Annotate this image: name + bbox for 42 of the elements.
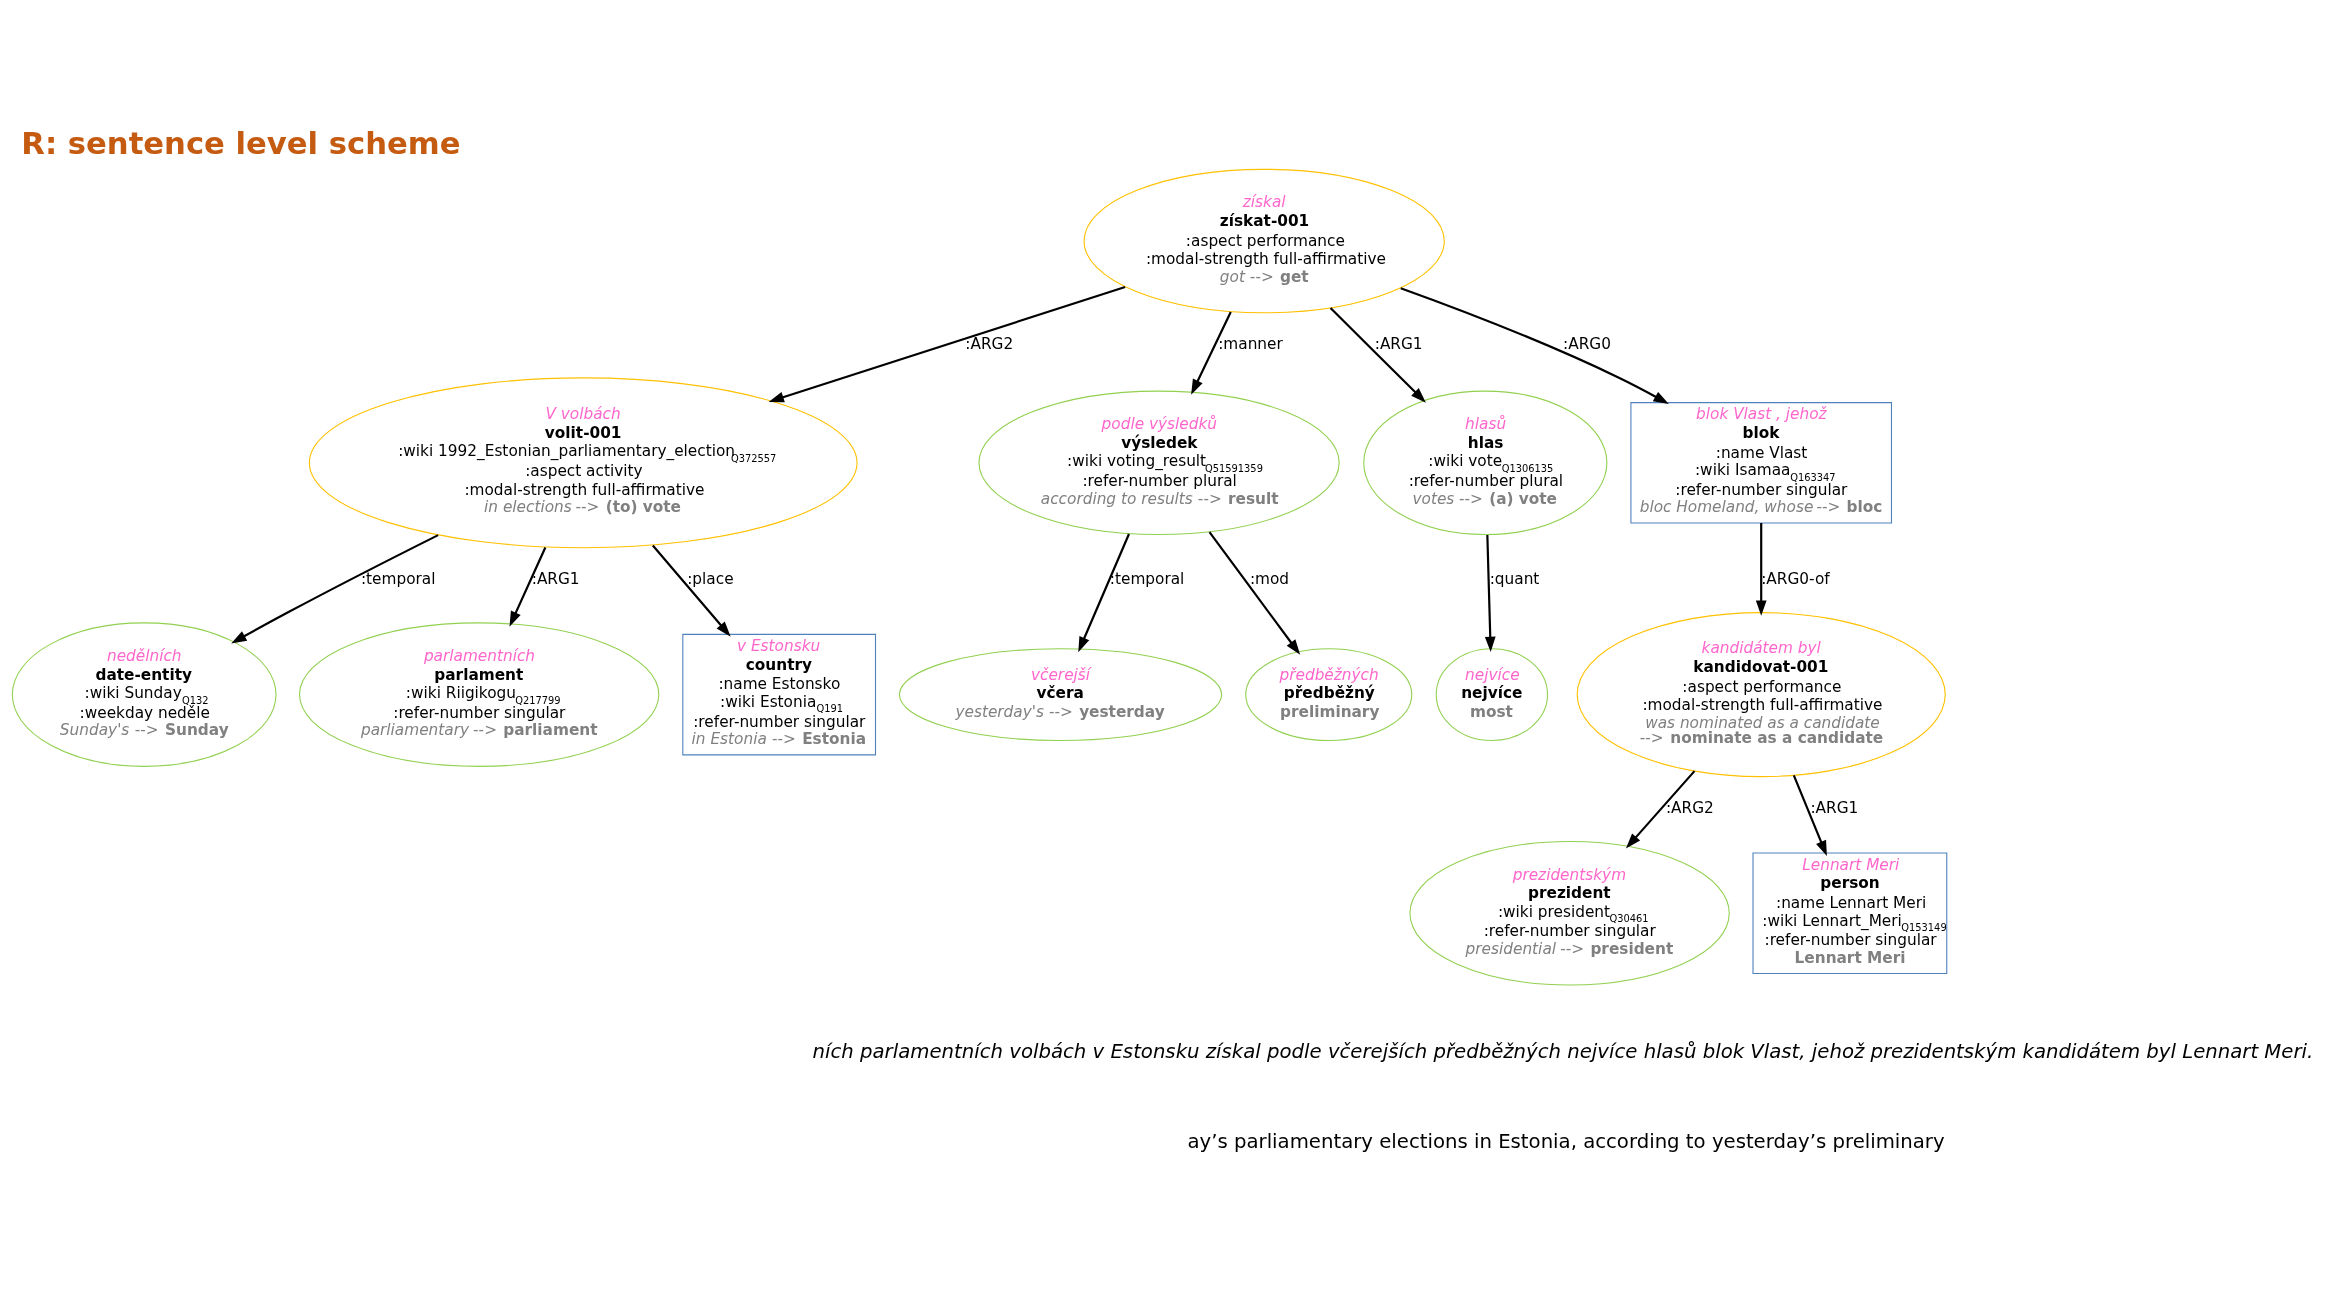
node-ellipse: kandidátem byl kandidovat-001 :aspect performance :modal-strength full-affirmative was nominated as a candidate --> nominate as a candidate: [1576, 612, 1946, 778]
edge-label: :manner: [1218, 335, 1283, 354]
arrow: [1484, 534, 1496, 653]
edge-label: :temporal: [1109, 570, 1185, 589]
node-ellipse: nedělních date-entity :wiki Sunday$_{Q132}$ :weekday neděle Sunday's --> Sunday: [11, 622, 277, 767]
edge-label: :ARG0-of: [1761, 570, 1830, 589]
arrow: [1625, 770, 1696, 849]
arrow: [509, 547, 547, 627]
arrow: [231, 534, 439, 644]
node-ellipse: získal získat-001 :aspect performance :modal-strength full-affirmative got --> get: [1083, 168, 1445, 314]
edge-label: :ARG0: [1563, 335, 1611, 354]
edge-label: :ARG2: [1665, 799, 1714, 818]
diagram-title: R: sentence level scheme: [21, 126, 461, 162]
label: ay’s parliamentary elections in Estonia, according to yesterday’s preliminary: [1187, 1129, 1945, 1153]
arrow: [652, 544, 731, 637]
arrow: [1329, 307, 1426, 403]
node-ellipse: nejvíce nejvíce most: [1435, 648, 1549, 742]
arrow: [1792, 774, 1827, 857]
edge-label: :mod: [1249, 570, 1290, 589]
node-ellipse: parlamentních parlament :wiki Riigikogu$_{Q217799}$ :refer-number singular parliamentary --> parliament: [299, 622, 660, 767]
edge-label: :temporal: [360, 570, 436, 589]
node-ellipse: předběžných předběžný preliminary: [1245, 648, 1413, 742]
edge-label: :ARG1: [531, 570, 580, 589]
edge-label: :place: [687, 570, 734, 589]
arrow: [1208, 531, 1301, 655]
arrow: [768, 285, 1126, 403]
label: ních parlamentních volbách v Estonsku získal podle včerejších předběžných nejvíce hlasů blok Vlast, jehož prezidentským kandidátem byl Lennart Meri.: [812, 1039, 2314, 1063]
arrow: [1755, 523, 1767, 616]
edge-label: :ARG1: [1374, 335, 1423, 354]
edge-label: :ARG2: [965, 335, 1014, 354]
node-ellipse: prezidentským prezident :wiki president$_{Q30461}$ :refer-number singular presidential --> president: [1409, 841, 1730, 986]
node-box: v Estonsku country :name Estonsko :wiki Estonia$_{Q191}$ :refer-number singular in Estonia --> Estonia: [682, 633, 877, 756]
arrow: [1400, 287, 1669, 405]
node-ellipse: podle výsledků výsledek :wiki voting_result$_{Q51591359}$ :refer-number plural according to results --> result: [978, 390, 1340, 536]
node-ellipse: včerejší včera yesterday's --> yesterday: [898, 648, 1223, 742]
node-box: blok Vlast , jehož blok :name Vlast :wiki Isamaa$_{Q163347}$ :refer-number singular bloc Homeland, whose --> bloc: [1630, 402, 1893, 524]
node-box: Lennart Meri person :name Lennart Meri :wiki Lennart_Meri$_{Q153149}$ :refer-number singular Lennart Meri: [1752, 852, 1948, 975]
edge-label: :ARG1: [1810, 799, 1859, 818]
arrow: [1078, 533, 1130, 653]
node-ellipse: V volbách volit-001 :wiki 1992_Estonian_parliamentary_election$_{Q372557}$ :aspect activity :modal-strength full-affirmative in elections --> (to) vote: [308, 377, 858, 549]
edge-label: :quant: [1489, 570, 1540, 589]
arrow: [1191, 311, 1232, 395]
